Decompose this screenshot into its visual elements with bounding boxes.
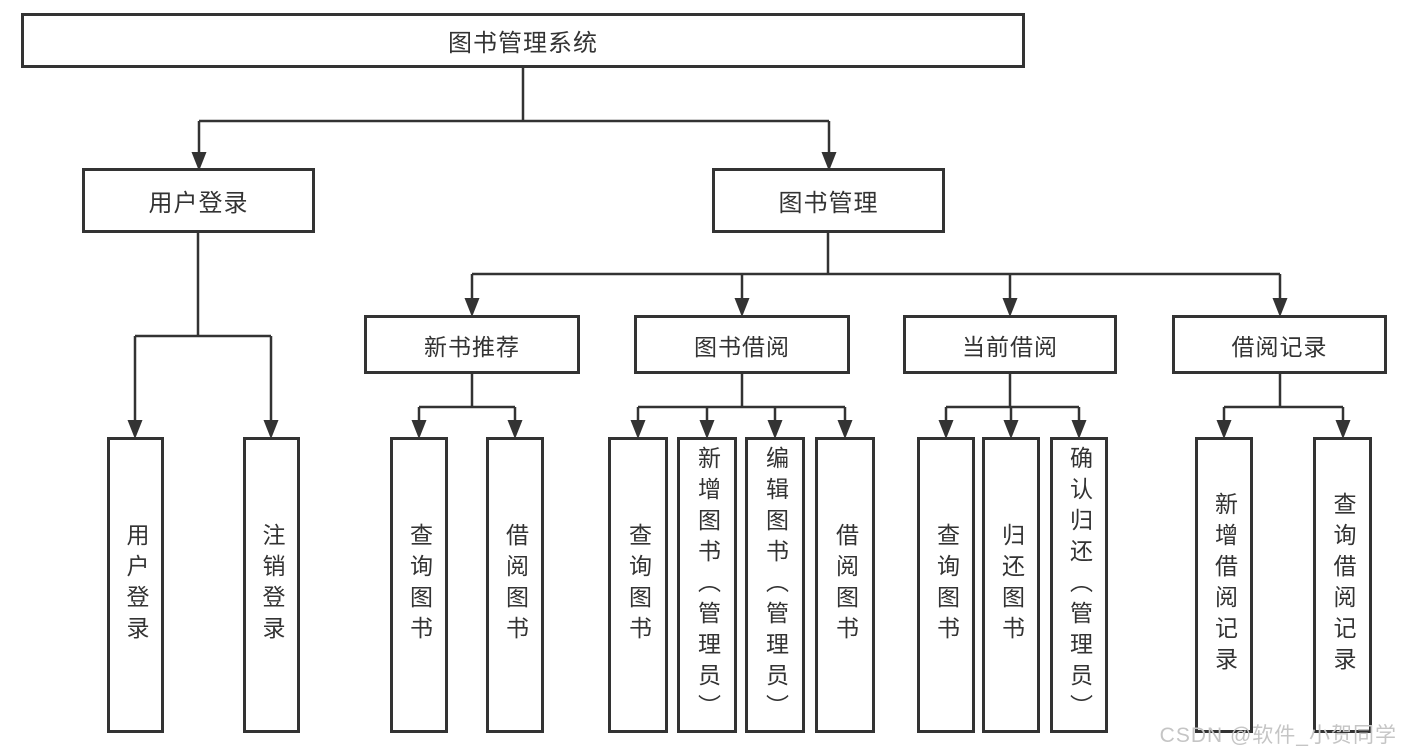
connector-borrow-to-leaves xyxy=(636,374,847,423)
leaf-user-login: 用户登录 xyxy=(107,437,164,733)
node-book-management: 图书管理 xyxy=(712,168,945,233)
leaf-query-books-current-label: 查询图书 xyxy=(933,523,960,647)
leaf-add-book-admin-label: 新增图书（管理员） xyxy=(694,445,721,725)
connector-current-to-leaves xyxy=(944,374,1081,423)
leaf-confirm-return-admin-label: 确认归还（管理员） xyxy=(1066,445,1093,725)
node-book-management-label: 图书管理 xyxy=(778,190,879,217)
leaf-query-books-current: 查询图书 xyxy=(917,437,975,733)
node-current-borrowing-label: 当前借阅 xyxy=(962,333,1058,360)
node-book-borrowing-label: 图书借阅 xyxy=(694,333,790,360)
leaf-query-books-recommend-label: 查询图书 xyxy=(406,523,433,647)
node-user-login: 用户登录 xyxy=(82,168,315,233)
watermark-text: CSDN @软件_小贺同学 xyxy=(1159,724,1397,747)
node-new-book-recommend: 新书推荐 xyxy=(364,315,580,374)
leaf-borrow-books-borrowing: 借阅图书 xyxy=(815,437,875,733)
leaf-confirm-return-admin: 确认归还（管理员） xyxy=(1050,437,1108,733)
leaf-add-borrow-record: 新增借阅记录 xyxy=(1195,437,1253,733)
node-book-borrowing: 图书借阅 xyxy=(634,315,850,374)
leaf-query-books-recommend: 查询图书 xyxy=(390,437,448,733)
connector-records-to-leaves xyxy=(1222,374,1345,423)
leaf-edit-book-admin-label: 编辑图书（管理员） xyxy=(762,445,789,725)
leaf-query-books-borrowing-label: 查询图书 xyxy=(625,523,652,647)
connector-bookmgmt-to-level3 xyxy=(470,233,1282,301)
leaf-edit-book-admin: 编辑图书（管理员） xyxy=(745,437,805,733)
leaf-logout: 注销登录 xyxy=(243,437,300,733)
leaf-return-book: 归还图书 xyxy=(982,437,1040,733)
leaf-logout-label: 注销登录 xyxy=(259,523,285,647)
leaf-query-books-borrowing: 查询图书 xyxy=(608,437,668,733)
connector-root-to-level2 xyxy=(197,68,831,155)
leaf-add-borrow-record-label: 新增借阅记录 xyxy=(1211,492,1238,678)
node-current-borrowing: 当前借阅 xyxy=(903,315,1117,374)
leaf-borrow-books-borrowing-label: 借阅图书 xyxy=(832,523,859,647)
node-library-system-label: 图书管理系统 xyxy=(448,30,598,57)
leaf-query-borrow-record-label: 查询借阅记录 xyxy=(1330,492,1356,678)
leaf-borrow-books-recommend: 借阅图书 xyxy=(486,437,544,733)
node-borrowing-records: 借阅记录 xyxy=(1172,315,1387,374)
node-new-book-recommend-label: 新书推荐 xyxy=(424,333,520,360)
connector-newbook-to-leaves xyxy=(417,374,517,423)
node-user-login-label: 用户登录 xyxy=(148,190,249,217)
connector-userlogin-to-leaves xyxy=(133,233,273,423)
leaf-return-book-label: 归还图书 xyxy=(998,523,1025,647)
leaf-add-book-admin: 新增图书（管理员） xyxy=(677,437,737,733)
leaf-query-borrow-record: 查询借阅记录 xyxy=(1313,437,1372,733)
node-library-system: 图书管理系统 xyxy=(21,13,1025,68)
leaf-borrow-books-recommend-label: 借阅图书 xyxy=(502,523,529,647)
leaf-user-login-label: 用户登录 xyxy=(123,523,149,647)
node-borrowing-records-label: 借阅记录 xyxy=(1231,333,1328,360)
